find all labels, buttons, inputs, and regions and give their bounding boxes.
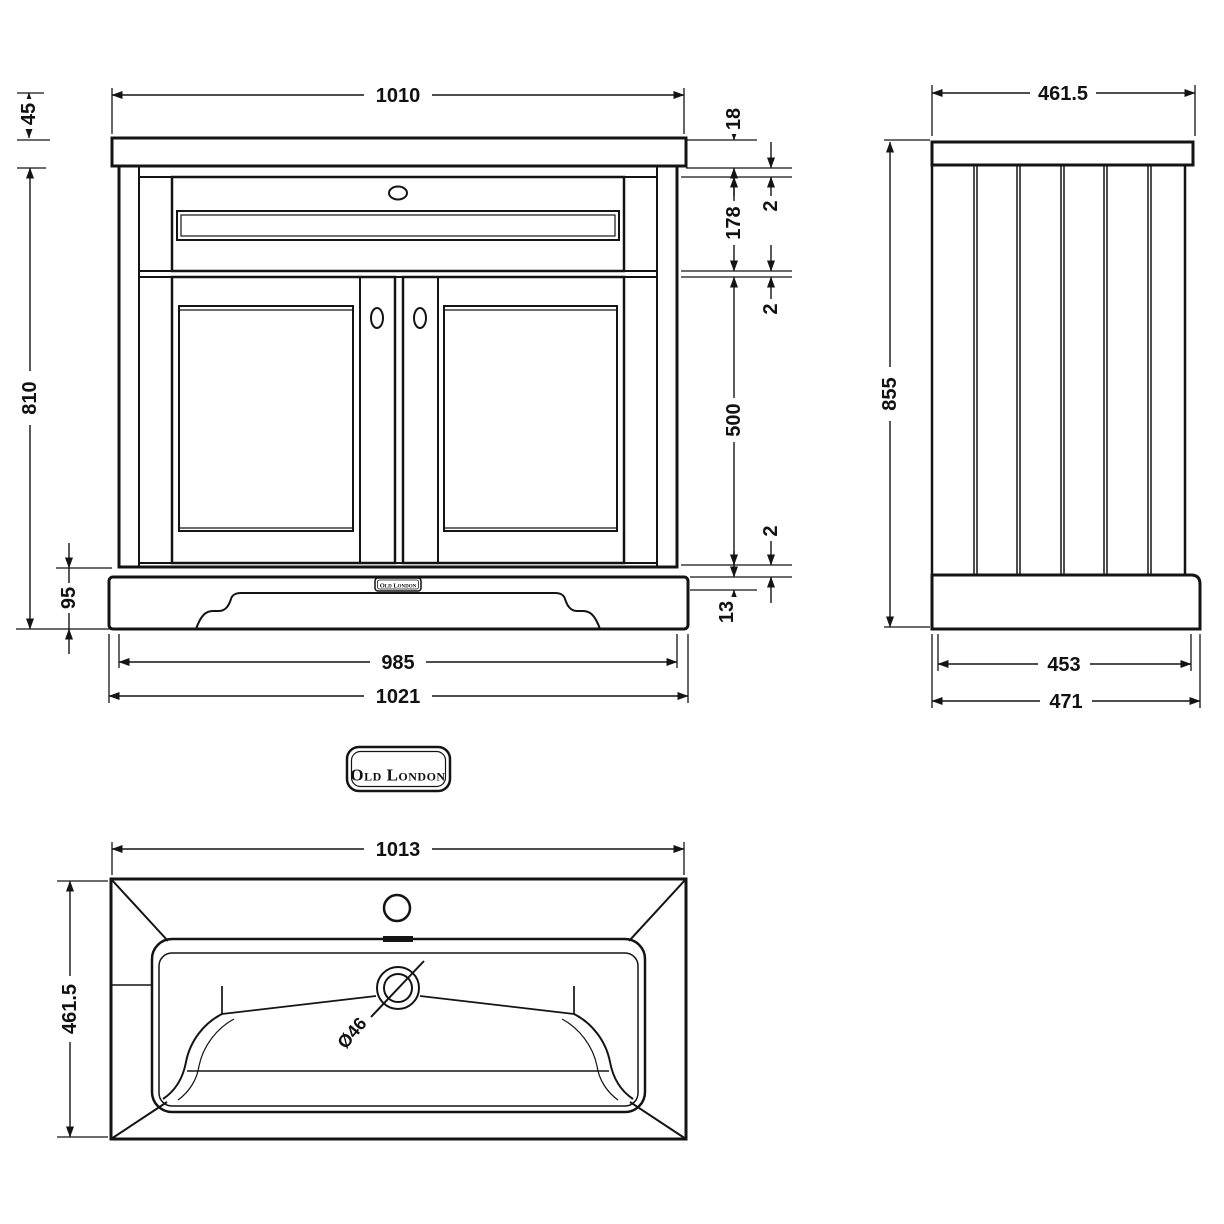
side-plinth xyxy=(930,573,1202,631)
front-dimensions: 1010 45 810 95 985 xyxy=(16,84,792,708)
dim-side-overall-depth: 471 xyxy=(1049,691,1082,713)
side-dimensions: 461.5 855 453 471 xyxy=(879,82,1201,713)
plinth-badge-text: Old London xyxy=(380,583,417,590)
overflow-slot xyxy=(383,936,413,942)
side-view: 461.5 855 453 471 xyxy=(879,82,1202,713)
basin-bowl-rim-inner xyxy=(158,952,639,1107)
dim-front-worktop-thickness: 18 xyxy=(723,108,745,130)
dim-front-worktop-height: 45 xyxy=(18,103,40,125)
dim-basin-depth: 461.5 xyxy=(59,984,81,1034)
front-drawer xyxy=(170,175,626,273)
right-door xyxy=(401,275,626,565)
plinth-badge-outline xyxy=(374,577,422,592)
left-door-panel xyxy=(178,305,354,532)
front-cabinet-body xyxy=(117,164,679,569)
left-door xyxy=(170,275,397,565)
front-plinth-outline xyxy=(107,575,690,631)
dim-side-top-depth: 461.5 xyxy=(1038,83,1088,105)
basin-outer-edge xyxy=(109,877,688,1141)
waste-leader-line xyxy=(370,960,425,1018)
drawer-knob xyxy=(388,185,408,201)
dim-waste-diameter: Ø46 xyxy=(333,1014,370,1053)
brand-badge-outer xyxy=(345,745,452,793)
brand-badge-inner xyxy=(350,750,447,788)
front-plinth: Old London xyxy=(107,575,690,631)
basin-interior xyxy=(162,986,634,1101)
dim-front-plinth-lip: 13 xyxy=(716,601,738,623)
front-worktop xyxy=(110,136,688,168)
dim-front-cabinet-height: 810 xyxy=(19,381,41,414)
dim-front-gap-top: 2 xyxy=(760,200,782,211)
plinth-cutout xyxy=(195,592,601,630)
front-view: Old London 1010 45 810 xyxy=(16,84,792,708)
dim-side-base-depth: 453 xyxy=(1047,654,1080,676)
left-door-knob xyxy=(370,307,384,329)
side-worktop xyxy=(930,140,1195,167)
dim-side-overall-height: 855 xyxy=(879,377,901,410)
waste-inner xyxy=(383,973,413,1003)
dim-basin-width: 1013 xyxy=(376,839,421,861)
dim-front-door-height: 500 xyxy=(723,403,745,436)
basin-corner-chamfers xyxy=(110,878,687,1140)
side-panel-grooves xyxy=(973,165,1152,575)
dim-front-gap-mid: 2 xyxy=(760,303,782,314)
dim-front-plinth-height: 95 xyxy=(58,587,80,609)
dim-front-top-width: 1010 xyxy=(376,85,421,107)
right-door-knob xyxy=(413,307,427,329)
waste-outer xyxy=(376,966,420,1010)
tap-hole xyxy=(382,893,412,923)
side-panel xyxy=(930,163,1187,577)
dim-front-overall-width: 1021 xyxy=(376,686,421,708)
right-door-panel xyxy=(443,305,618,532)
brand-badge-text: Old London xyxy=(350,766,445,785)
dim-front-gap-bottom: 2 xyxy=(760,525,782,536)
basin-plan-view: Ø46 1013 461.5 xyxy=(57,838,688,1141)
dim-front-base-width: 985 xyxy=(381,652,414,674)
front-doors xyxy=(139,275,657,565)
basin-dimensions: 1013 461.5 xyxy=(57,838,685,1138)
brand-badge: Old London xyxy=(345,745,452,793)
dim-front-drawer-height: 178 xyxy=(723,206,745,239)
basin-waste: Ø46 xyxy=(333,960,425,1053)
